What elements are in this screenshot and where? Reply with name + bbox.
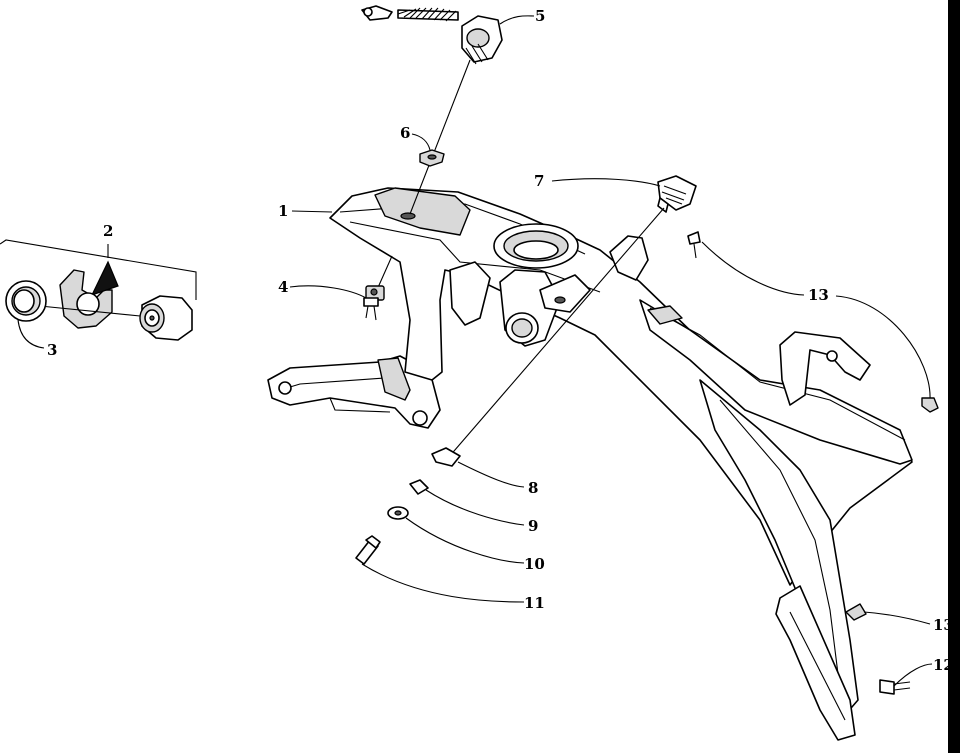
callout-6: 6	[400, 124, 410, 142]
part-switch-bracket-kit	[0, 239, 197, 329]
part-screw-upper	[687, 231, 939, 413]
part-switch-body	[139, 295, 193, 341]
part-bezel-ring	[5, 280, 47, 349]
part-washer	[387, 506, 525, 564]
callout-5: 5	[535, 7, 545, 25]
part-tether-key	[361, 5, 535, 215]
callout-7: 7	[534, 172, 544, 190]
part-screw-lower	[879, 663, 933, 695]
callout-1: 1	[278, 202, 288, 220]
callout-13-upper: 13	[808, 286, 829, 304]
right-edge-bar	[948, 0, 960, 753]
callout-10: 10	[524, 555, 545, 573]
callout-11: 11	[524, 594, 545, 612]
part-screw-middle	[845, 603, 931, 625]
part-spacer	[409, 479, 525, 526]
callout-8: 8	[528, 479, 538, 497]
callout-9: 9	[528, 517, 538, 535]
part-knob-cap	[447, 175, 697, 459]
callout-2: 2	[103, 222, 113, 240]
part-sensor-switch	[289, 255, 393, 321]
part-nut	[411, 133, 445, 167]
part-console-housing	[267, 187, 913, 741]
part-bolt	[355, 535, 525, 603]
part-clip	[431, 447, 525, 488]
callout-3: 3	[47, 341, 57, 359]
callout-4: 4	[278, 278, 288, 296]
